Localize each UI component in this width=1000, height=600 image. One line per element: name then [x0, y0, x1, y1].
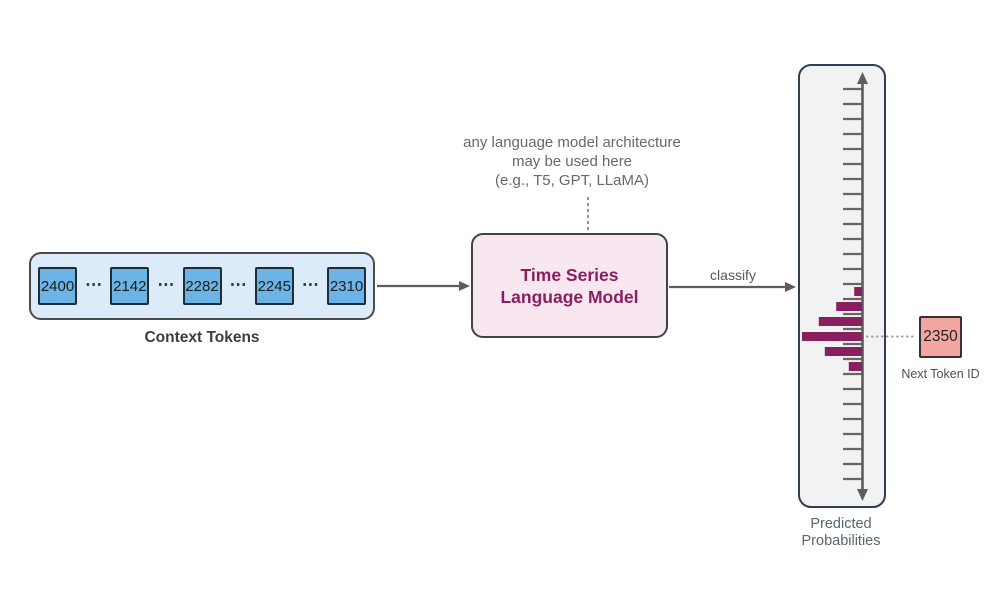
context-tokens-label: Context Tokens: [144, 329, 260, 346]
classify-arrowhead: [785, 282, 796, 292]
next-token-label: Next Token ID: [901, 367, 980, 381]
context-token: 2310: [327, 267, 366, 305]
annotation-line-2: may be used here: [511, 153, 633, 170]
context-token: 2142: [110, 267, 150, 305]
predicted-probabilities-panel: [798, 64, 886, 508]
context-token: 2282: [182, 267, 222, 305]
context-token: 2400: [38, 267, 77, 305]
ellipsis-separator: ⋯: [301, 275, 319, 294]
context-token: 2245: [254, 267, 294, 305]
panel-label-line-1: Predicted: [810, 516, 872, 532]
model-label-line-2: Language Model: [500, 286, 639, 307]
panel-label-line-2: Probabilities: [801, 533, 881, 549]
predicted-probabilities-label: Predicted Probabilities: [791, 516, 891, 550]
next-token-box: 2350: [919, 316, 962, 358]
ellipsis-separator: ⋯: [229, 275, 247, 294]
annotation-line-3: (e.g., T5, GPT, LLaMA): [495, 172, 649, 189]
model-annotation: any language model architecture may be u…: [422, 133, 722, 190]
classify-arrow-label: classify: [710, 267, 756, 283]
annotation-line-1: any language model architecture: [463, 134, 681, 151]
context-tokens-container: 2400 ⋯ 2142 ⋯ 2282 ⋯ 2245 ⋯ 2310: [29, 252, 375, 320]
ellipsis-separator: ⋯: [85, 275, 103, 294]
model-label-line-1: Time Series: [520, 264, 619, 285]
context-to-model-arrowhead: [459, 281, 470, 291]
ellipsis-separator: ⋯: [157, 275, 175, 294]
time-series-language-model-box: Time Series Language Model: [471, 233, 668, 338]
